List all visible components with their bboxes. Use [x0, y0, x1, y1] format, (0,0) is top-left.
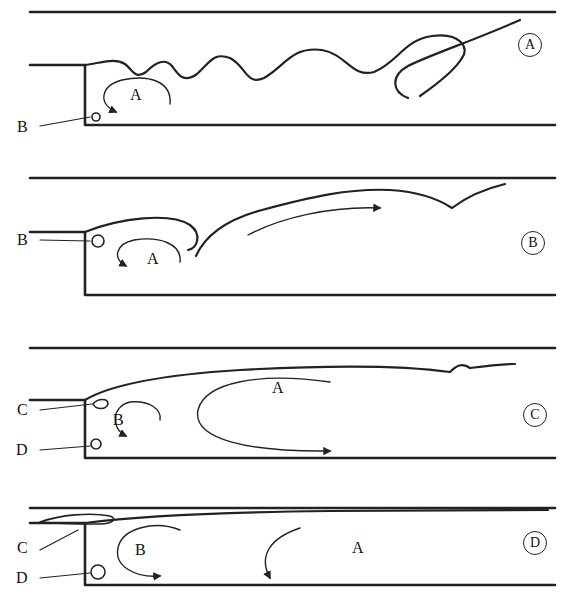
corner-eddy	[91, 565, 105, 579]
region-label: A	[130, 87, 142, 103]
shear-layer	[395, 20, 520, 98]
region-label: A	[352, 540, 364, 556]
channel-wall	[30, 11, 555, 14]
shear-layer	[85, 510, 548, 523]
step-wall	[30, 523, 555, 585]
leader-line	[40, 117, 90, 126]
panel-marker: A	[518, 33, 542, 57]
region-label: B	[17, 232, 28, 248]
panel-marker: D	[523, 531, 547, 555]
vortex-arrow	[118, 526, 180, 577]
shear-layer	[85, 364, 515, 400]
flow-arrow	[248, 208, 380, 235]
channel-wall	[30, 507, 555, 510]
region-label: D	[16, 442, 28, 458]
vortex-arrow	[198, 378, 330, 451]
step-wall	[30, 400, 555, 458]
marker-letter: D	[530, 536, 540, 550]
marker-letter: B	[528, 236, 537, 250]
region-label: A	[272, 380, 284, 396]
step-wall	[30, 232, 555, 295]
shear-layer	[85, 218, 197, 250]
leader-line	[40, 530, 78, 550]
vortex-arrow	[104, 78, 170, 112]
panel-marker: C	[523, 403, 547, 427]
region-label: B	[113, 412, 124, 428]
shear-layer	[420, 58, 462, 96]
corner-eddy	[93, 400, 108, 409]
region-label: C	[17, 402, 28, 418]
corner-eddy	[92, 235, 104, 247]
leader-line	[40, 404, 92, 410]
region-label: A	[147, 251, 159, 267]
vortex-arrow	[265, 528, 300, 578]
corner-eddy	[40, 514, 114, 524]
region-label: B	[17, 119, 28, 135]
step-wall	[30, 65, 555, 125]
panel-marker: B	[521, 231, 545, 255]
shear-layer	[85, 35, 465, 79]
corner-eddy	[91, 439, 101, 449]
corner-eddy	[92, 113, 100, 121]
channel-wall	[30, 347, 555, 350]
region-label: B	[135, 542, 146, 558]
leader-line	[40, 573, 90, 578]
leader-line	[40, 446, 90, 450]
shear-layer	[196, 184, 505, 256]
leader-line	[40, 240, 90, 241]
region-label: D	[16, 570, 28, 586]
marker-letter: C	[530, 408, 539, 422]
channel-wall	[30, 177, 555, 180]
vortex-arrow	[118, 239, 181, 266]
region-label: C	[17, 540, 28, 556]
marker-letter: A	[525, 38, 535, 52]
